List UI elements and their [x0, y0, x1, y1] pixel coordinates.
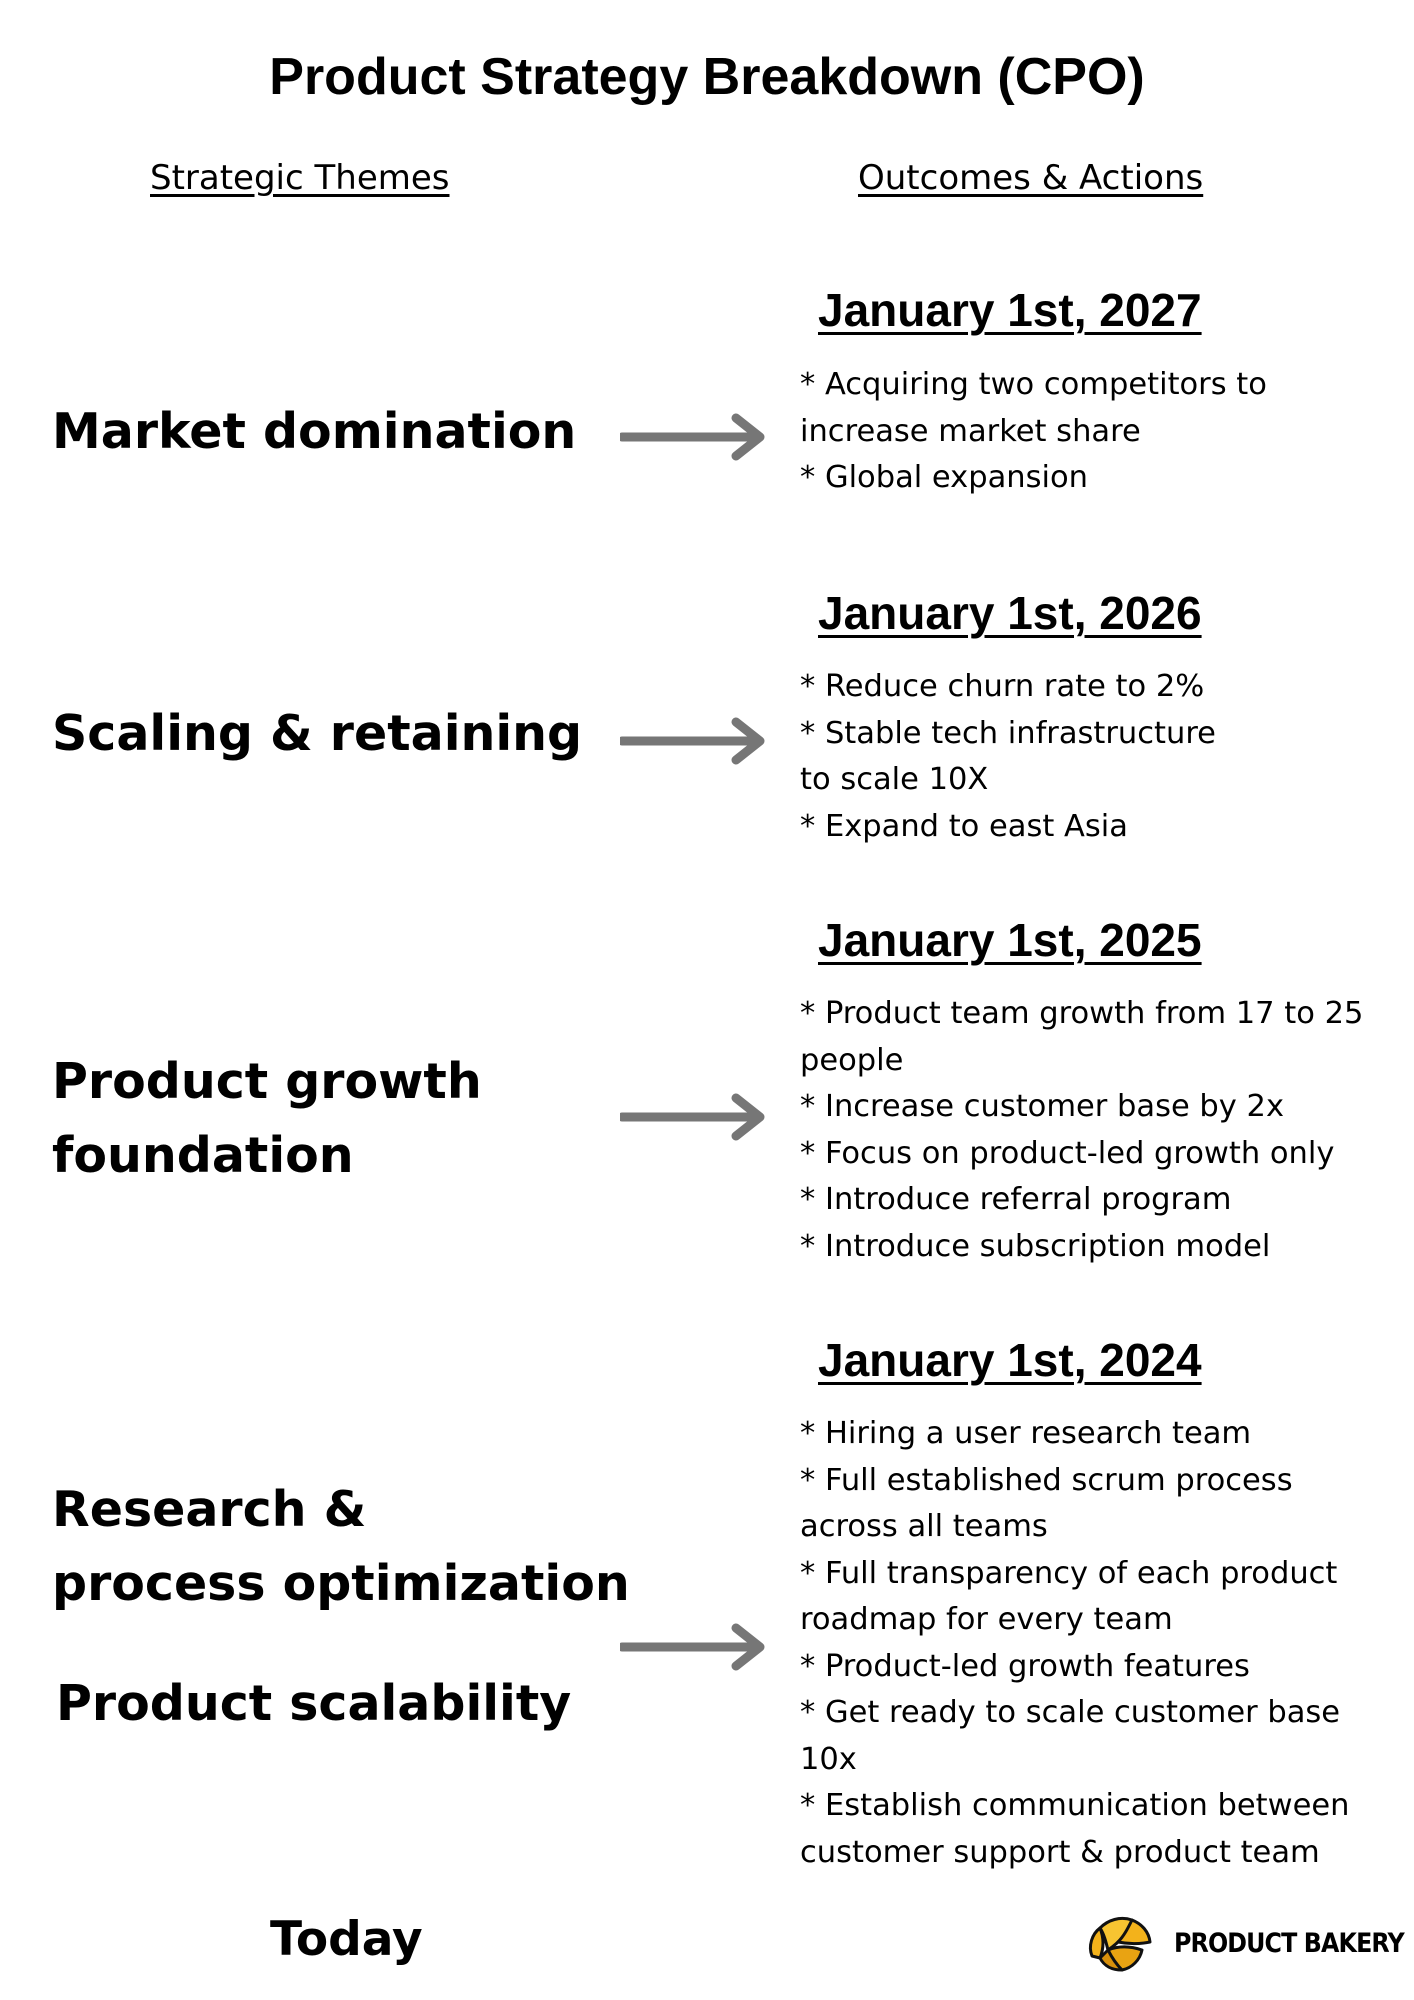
action-item: * Increase customer base by 2x: [800, 1089, 1284, 1124]
action-item: * Introduce subscription model: [800, 1228, 1271, 1264]
theme-product-growth-foundation: Product growth foundation: [52, 1053, 482, 1184]
brand-name: PRODUCT BAKERY: [1174, 1927, 1405, 1959]
action-item: * Get ready to scale customer base 10x: [800, 1695, 1341, 1777]
strategic-themes-header: Strategic Themes: [150, 158, 450, 198]
arrow-right-icon: [620, 1093, 765, 1141]
brand-logo-lockup: PRODUCT BAKERY: [1086, 1908, 1414, 1978]
actions-list-2024: * Hiring a user research team * Full est…: [800, 1411, 1400, 1876]
milestone-date-2026: January 1st, 2026: [818, 587, 1202, 639]
actions-list-2026: * Reduce churn rate to 2% * Stable tech …: [800, 664, 1400, 850]
action-item: * Stable tech infrastructure to scale 10…: [800, 715, 1216, 798]
milestone-date-2024: January 1st, 2024: [818, 1334, 1202, 1386]
theme-scaling-retaining: Scaling & retaining: [52, 705, 583, 762]
theme-research-process-optimization: Research & process optimization: [52, 1481, 630, 1612]
action-item: * Full transparency of each product road…: [800, 1555, 1338, 1638]
theme-product-scalability: Product scalability: [56, 1675, 572, 1732]
action-item: * Focus on product-led growth only: [800, 1135, 1335, 1171]
action-item: * Establish communication between custom…: [800, 1788, 1350, 1870]
action-item: * Product-led growth features: [800, 1648, 1250, 1684]
action-item: * Introduce referral program: [800, 1182, 1232, 1217]
actions-list-2025: * Product team growth from 17 to 25 peop…: [800, 991, 1400, 1270]
action-item: * Full established scrum process across …: [800, 1462, 1293, 1545]
actions-list-2027: * Acquiring two competitors to increase …: [800, 362, 1400, 502]
arrow-right-icon: [620, 1623, 765, 1671]
action-item: * Hiring a user research team: [800, 1416, 1252, 1451]
arrow-right-icon: [620, 413, 765, 461]
croissant-icon: [1088, 1916, 1152, 1972]
milestone-date-2027: January 1st, 2027: [818, 284, 1202, 336]
milestone-date-2025: January 1st, 2025: [818, 914, 1202, 966]
outcomes-actions-header: Outcomes & Actions: [858, 158, 1204, 198]
theme-market-domination: Market domination: [52, 403, 577, 460]
action-item: * Acquiring two competitors to increase …: [800, 367, 1267, 449]
page-title: Product Strategy Breakdown (CPO): [269, 48, 1145, 106]
action-item: * Expand to east Asia: [800, 808, 1128, 844]
arrow-right-icon: [620, 717, 765, 765]
action-item: * Global expansion: [800, 460, 1088, 495]
action-item: * Reduce churn rate to 2%: [800, 669, 1205, 704]
action-item: * Product team growth from 17 to 25 peop…: [800, 996, 1364, 1078]
today-label: Today: [270, 1912, 423, 1967]
